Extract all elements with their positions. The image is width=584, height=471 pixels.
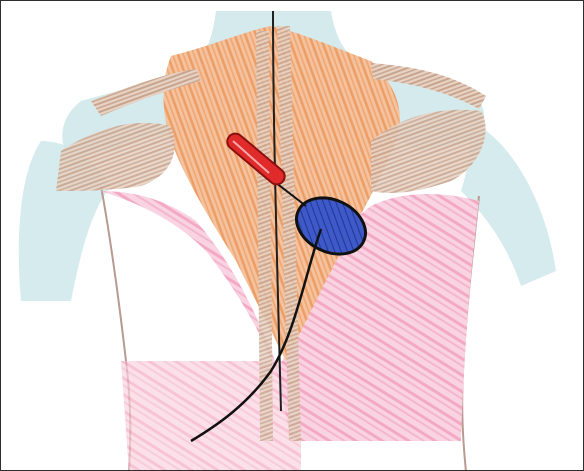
lower-back-region [121, 361, 301, 471]
